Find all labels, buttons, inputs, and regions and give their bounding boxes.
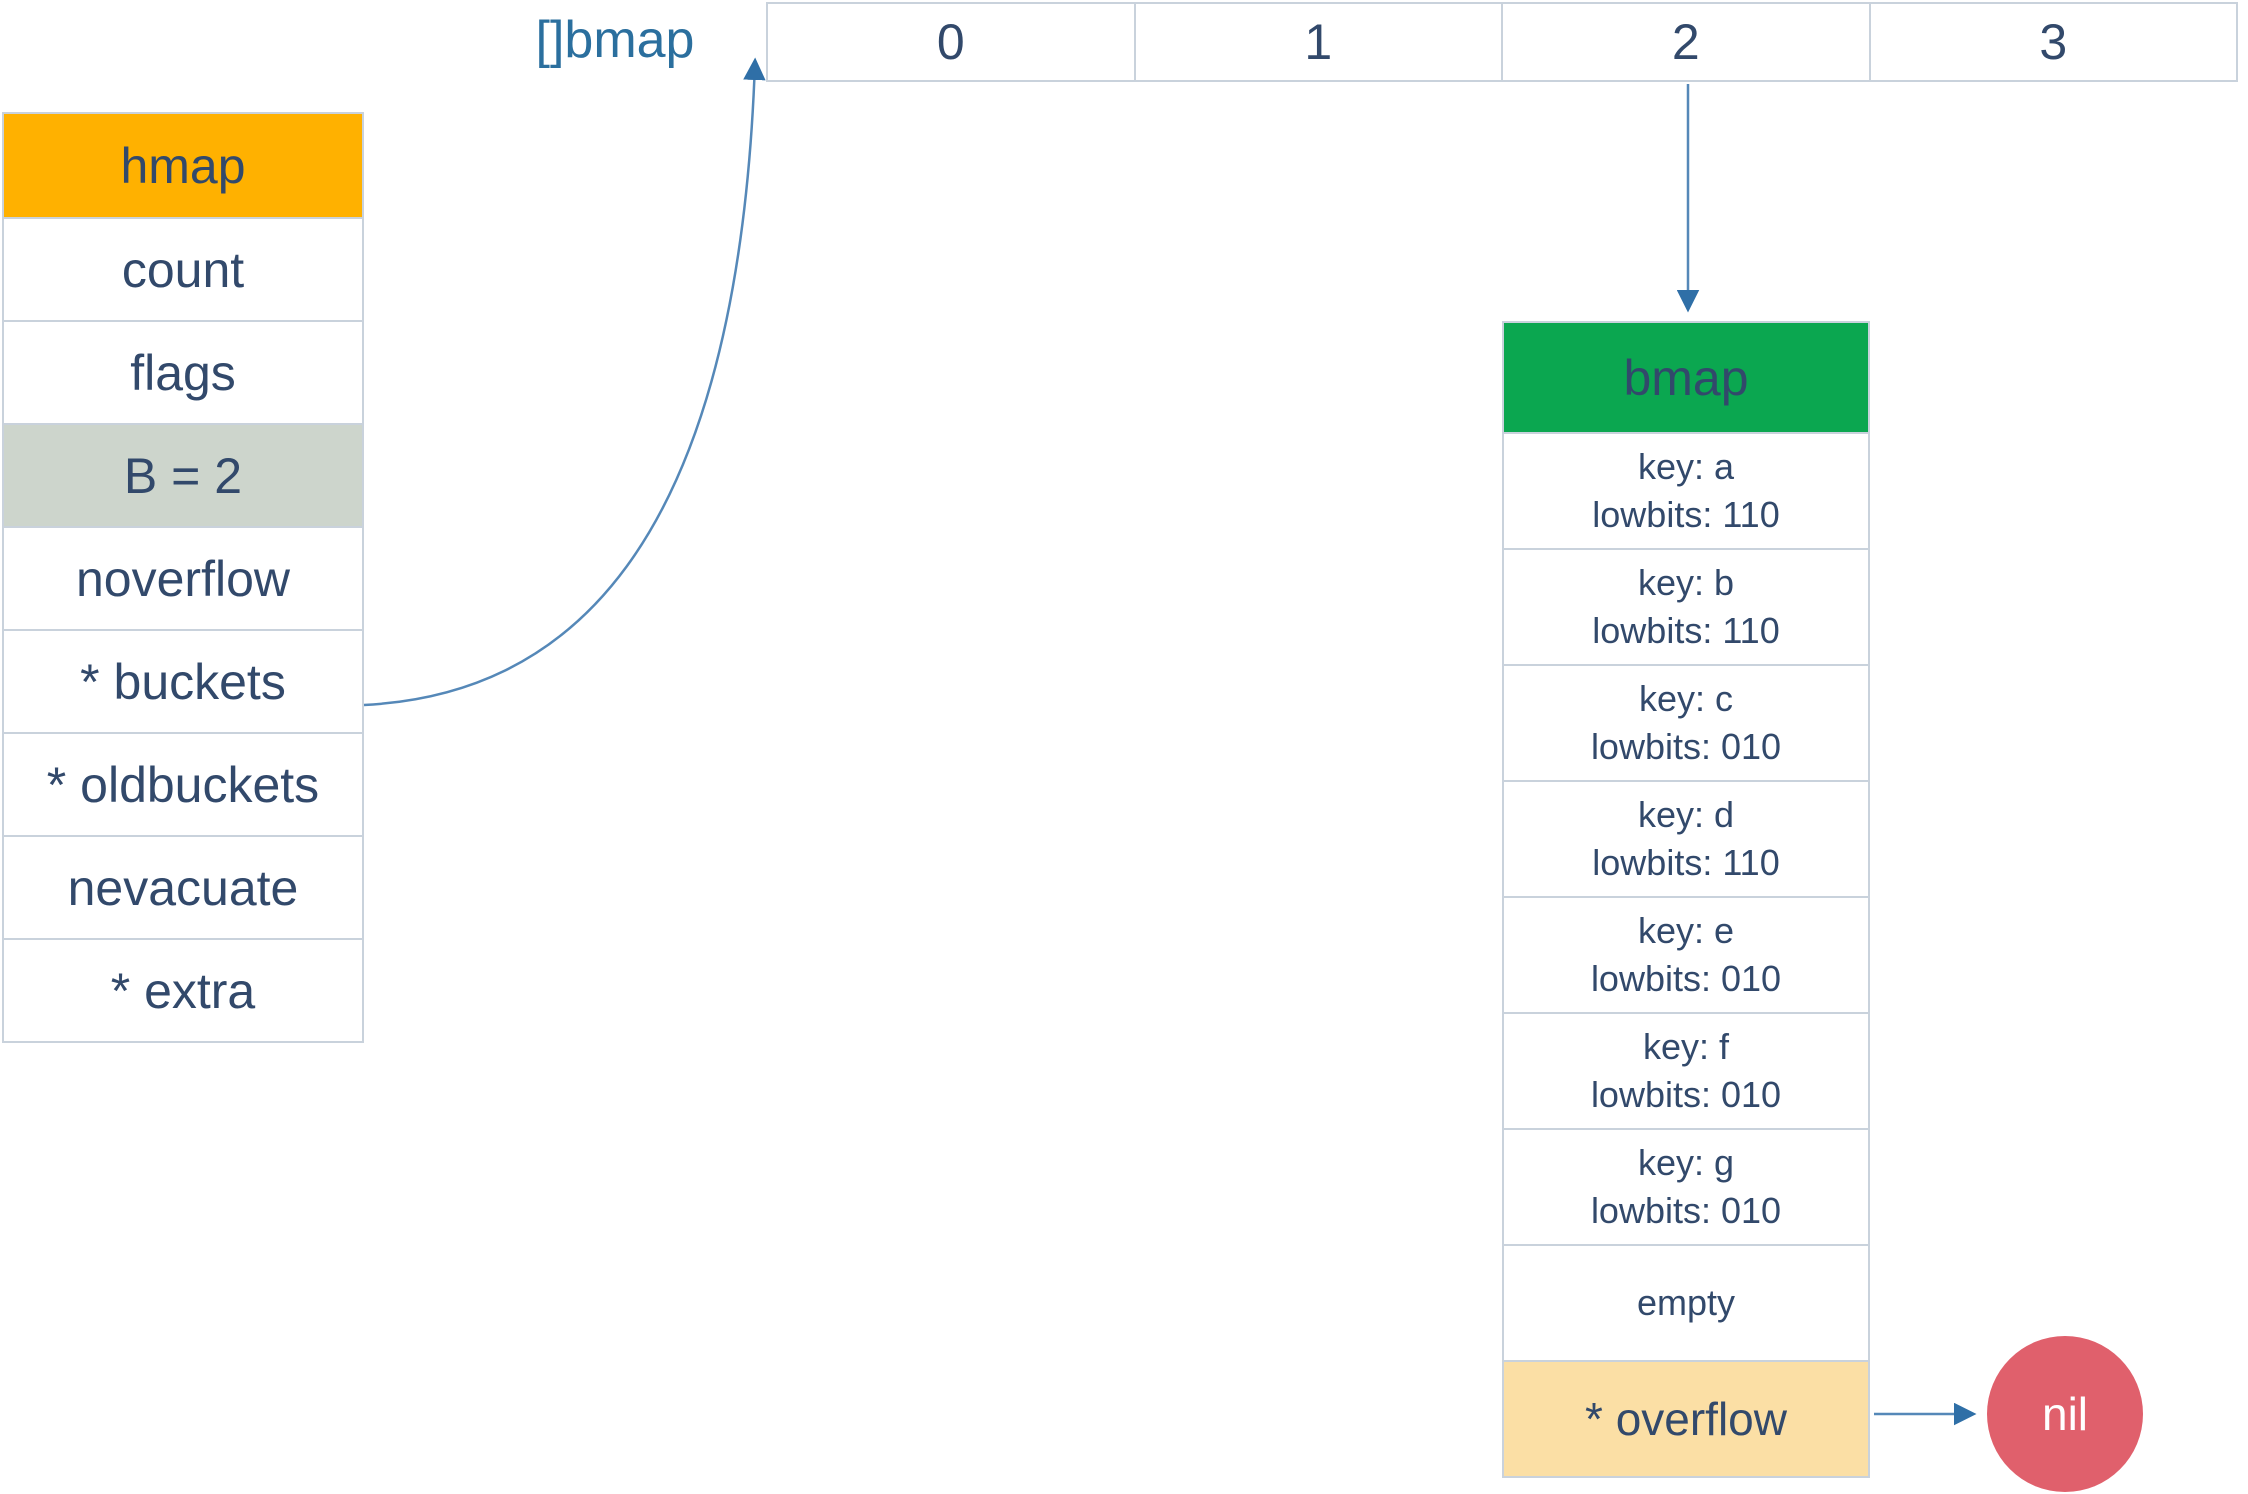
- hmap-row-count: count: [4, 217, 362, 320]
- bmap-empty-slot: empty: [1504, 1244, 1868, 1360]
- bucket-cell-3: 3: [1868, 4, 2237, 80]
- hmap-row-nevacuate: nevacuate: [4, 835, 362, 938]
- entry-lowbits-label: lowbits: 110: [1592, 494, 1780, 535]
- entry-lowbits-label: lowbits: 110: [1592, 610, 1780, 651]
- entry-key-label: key: f: [1642, 1026, 1730, 1067]
- bmap-entry-b: key: b lowbits: 110: [1504, 548, 1868, 664]
- entry-lowbits-label: lowbits: 010: [1590, 958, 1782, 999]
- bmap-slice-label: []bmap: [535, 11, 695, 69]
- bucket-array: 0 1 2 3: [766, 2, 2238, 82]
- buckets-to-array-arrow: [363, 57, 766, 707]
- bmap-table-header: bmap: [1504, 323, 1868, 432]
- bmap-bucket-table: bmap key: a lowbits: 110 key: b lowbits:…: [1502, 321, 1870, 1478]
- bmap-entry-f: key: f lowbits: 010: [1504, 1012, 1868, 1128]
- entry-key-label: key: g: [1637, 1142, 1735, 1183]
- entry-key-label: key: c: [1638, 678, 1734, 719]
- bmap-entry-d: key: d lowbits: 110: [1504, 780, 1868, 896]
- hmap-struct-table: hmap count flags B = 2 noverflow * bucke…: [2, 112, 364, 1043]
- bucket-cell-1: 1: [1133, 4, 1502, 80]
- entry-lowbits-label: lowbits: 010: [1590, 1074, 1782, 1115]
- bmap-entry-a: key: a lowbits: 110: [1504, 432, 1868, 548]
- hmap-row-extra: * extra: [4, 938, 362, 1041]
- nil-node: nil: [1987, 1336, 2143, 1492]
- bmap-entry-g: key: g lowbits: 010: [1504, 1128, 1868, 1244]
- bmap-entry-c: key: c lowbits: 010: [1504, 664, 1868, 780]
- bmap-entry-e: key: e lowbits: 010: [1504, 896, 1868, 1012]
- entry-key-label: key: d: [1637, 794, 1735, 835]
- entry-lowbits-label: lowbits: 010: [1590, 726, 1782, 767]
- hmap-row-b: B = 2: [4, 423, 362, 526]
- bmap-overflow-row: * overflow: [1504, 1360, 1868, 1476]
- bucket-cell-0: 0: [936, 14, 965, 70]
- entry-lowbits-label: lowbits: 010: [1590, 1190, 1782, 1231]
- hmap-row-flags: flags: [4, 320, 362, 423]
- entry-key-label: key: e: [1637, 910, 1735, 951]
- hmap-row-hmap: hmap: [4, 114, 362, 217]
- entry-lowbits-label: lowbits: 110: [1592, 842, 1780, 883]
- hmap-row-noverflow: noverflow: [4, 526, 362, 629]
- entry-key-label: key: a: [1637, 446, 1735, 487]
- hmap-row-buckets: * buckets: [4, 629, 362, 732]
- hmap-row-oldbuckets: * oldbuckets: [4, 732, 362, 835]
- entry-key-label: key: b: [1637, 562, 1735, 603]
- bucket-cell-2: 2: [1501, 4, 1869, 80]
